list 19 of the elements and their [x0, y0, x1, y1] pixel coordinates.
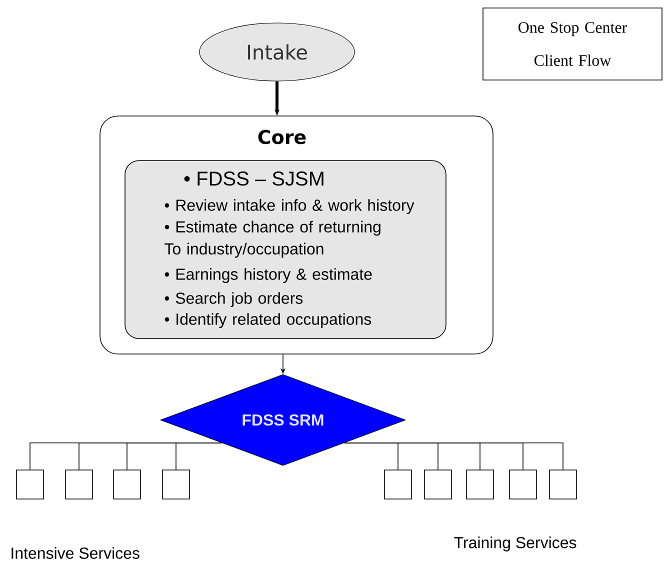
service-box [384, 470, 412, 500]
service-box [424, 470, 452, 500]
list-heading: • FDSS – SJSM [184, 172, 324, 186]
group-label: Training Services [454, 536, 576, 552]
service-box [509, 470, 537, 500]
list-item: • Estimate chance of returning To industry/occupation [164, 220, 380, 258]
service-box [549, 470, 577, 500]
list-item: • Search job orders [164, 292, 303, 308]
list-box [124, 160, 446, 339]
list-item: • Identify related occupations [164, 313, 372, 328]
service-box [65, 470, 93, 500]
list-item: • Review intake info & work history [164, 199, 414, 214]
service-box [113, 470, 141, 500]
service-box [16, 470, 44, 500]
service-box [466, 470, 494, 500]
service-box [162, 470, 190, 500]
list-item: • Earnings history & estimate [164, 268, 372, 284]
title-box: One Stop Center Client Flow [482, 8, 662, 80]
group-label: Intensive Services [12, 547, 140, 559]
